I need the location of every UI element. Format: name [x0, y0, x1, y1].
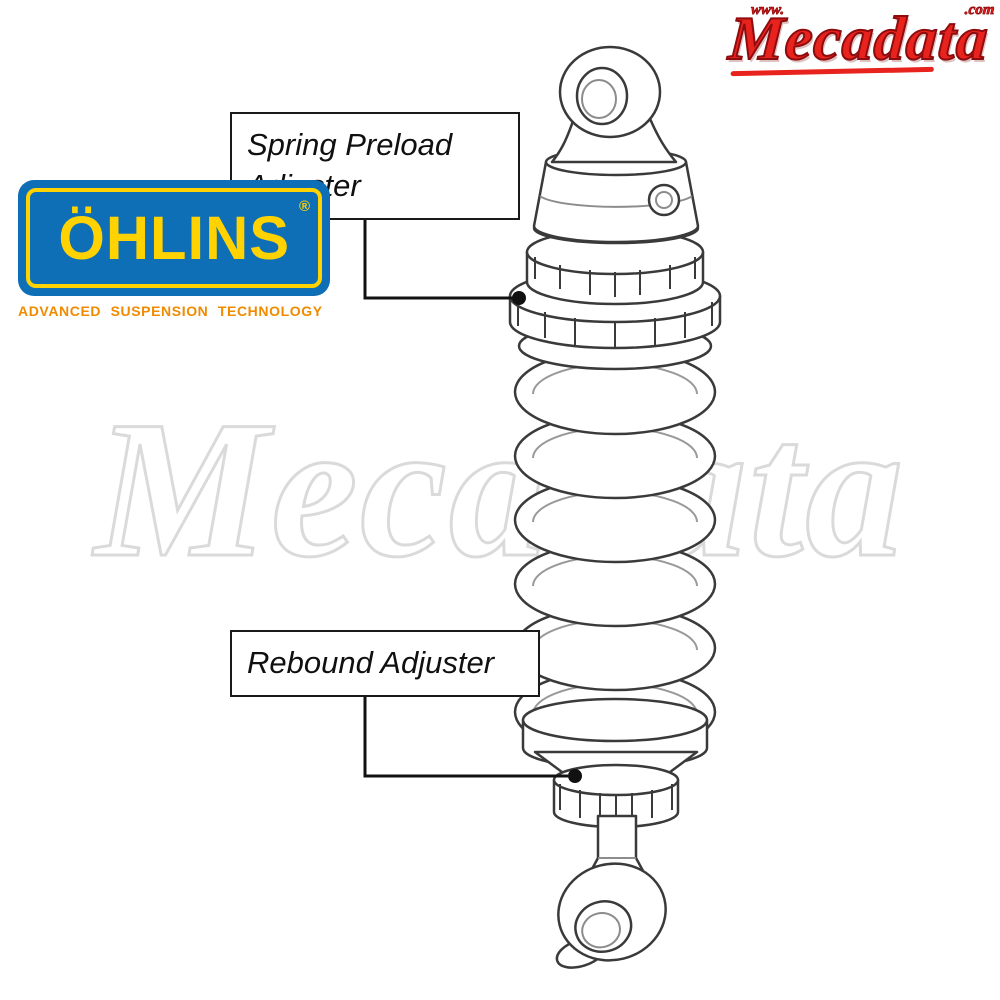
spring-preload-label-line1: Spring Preload: [247, 127, 453, 162]
registered-trademark-icon: ®: [298, 198, 310, 215]
bottom-eyelet: [557, 862, 667, 962]
ohlins-logo: ÖHLINS ® ADVANCED SUSPENSION TECHNOLOGY: [18, 180, 330, 319]
rebound-leader-dot: [568, 769, 582, 783]
preload-adjuster-ring: [508, 228, 722, 350]
ohlins-brand-text: ÖHLINS: [58, 203, 290, 272]
callout-leaders: [363, 206, 582, 783]
watermark-text: Mecadata: [93, 381, 906, 598]
rebound-label: Rebound Adjuster: [247, 645, 495, 680]
adjuster-bolt: [647, 183, 681, 217]
callout-box-rebound: Rebound Adjuster: [230, 630, 540, 697]
ohlins-badge: ÖHLINS ®: [18, 180, 330, 296]
mecadata-www-prefix: www.: [750, 2, 785, 19]
ohlins-frame: ÖHLINS ®: [26, 188, 322, 288]
mecadata-logo: www. Mecadata .com: [725, 2, 995, 77]
rebound-leader-line: [363, 681, 568, 778]
coil-spring: [513, 348, 717, 756]
rebound-adjuster-knob: [552, 763, 680, 829]
ohlins-tagline: ADVANCED SUSPENSION TECHNOLOGY: [18, 303, 323, 319]
spring-preload-leader-dot: [512, 291, 526, 305]
mecadata-com-suffix: .com: [963, 2, 995, 19]
spring-preload-leader-line: [363, 206, 513, 300]
top-eyelet: [550, 45, 678, 164]
